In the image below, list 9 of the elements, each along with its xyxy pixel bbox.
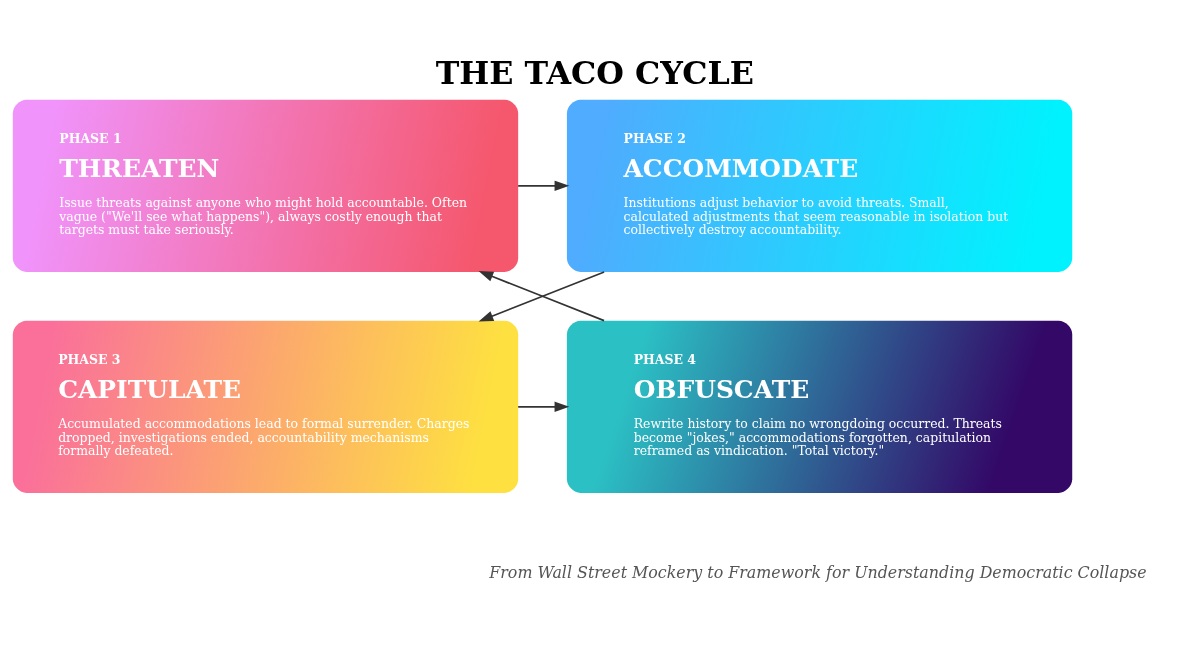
arrow	[517, 401, 570, 412]
arrow	[478, 271, 605, 322]
node-box: PHASE 4 OBFUSCATE Rewrite history to claim no wrongdoing occurred. Threats become "jokes," accommodations forgotten, capitulation reframed as vindication. "Total victory."	[566, 320, 1073, 493]
node-box: PHASE 3 CAPITULATE Accumulated accommodations lead to formal surrender. Charges dropped, investigations ended, accountability mechanisms formally defeated.	[12, 320, 519, 493]
arrow	[517, 180, 570, 191]
node-box: PHASE 2 ACCOMMODATE Institutions adjust behavior to avoid threats. Small, calculated adjustments that seem reasonable in isolation but collectively destroy accountability.	[566, 99, 1073, 272]
caption: From Wall Street Mockery to Framework for Understanding Democratic Collapse	[489, 563, 1147, 583]
diagram-title: THE TACO CYCLE	[435, 54, 754, 92]
node-box: PHASE 1 THREATEN Issue threats against anyone who might hold accountable. Often vague ("We'll see what happens"), always costly enough that targets must take seriously.	[12, 99, 519, 272]
